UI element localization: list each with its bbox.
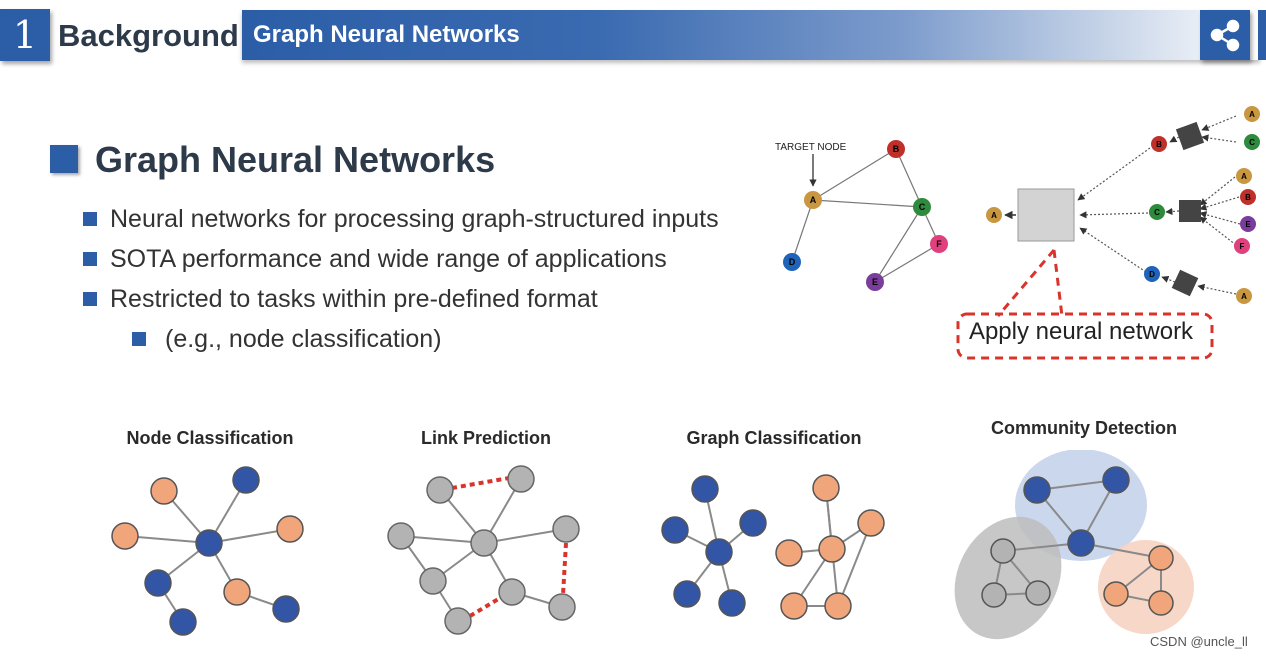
node-d xyxy=(783,253,801,271)
bullet-2: SOTA performance and wide range of appli… xyxy=(110,245,667,273)
callout-connector xyxy=(956,249,1214,360)
node-b-label: B xyxy=(893,144,900,154)
banner-title: Graph Neural Networks xyxy=(253,21,520,48)
link-prediction-title: Link Prediction xyxy=(420,428,552,448)
svg-text:D: D xyxy=(1149,270,1155,279)
node-b xyxy=(887,140,905,158)
svg-text:A: A xyxy=(991,211,997,220)
node-d-label: D xyxy=(789,257,796,267)
section-number: 1 xyxy=(0,9,50,61)
node-e-label: E xyxy=(872,277,878,287)
edge-strip xyxy=(1258,10,1266,60)
share-icon xyxy=(1210,19,1240,52)
share-button[interactable] xyxy=(1200,10,1250,60)
node-f xyxy=(930,235,948,253)
node-c xyxy=(913,198,931,216)
bullet-square xyxy=(83,252,97,266)
node-f-label: F xyxy=(936,239,942,249)
svg-text:B: B xyxy=(1245,193,1251,202)
community-detection-title: Community Detection xyxy=(990,418,1177,438)
main-heading: Graph Neural Networks xyxy=(95,139,496,180)
svg-text:B: B xyxy=(1156,140,1162,149)
gnn-diagram: TARGET NODE A B C D E F A xyxy=(775,106,1260,360)
bullet-square xyxy=(83,212,97,226)
svg-text:E: E xyxy=(1245,220,1251,229)
section-label: Background xyxy=(58,18,239,53)
heading-bullet xyxy=(50,145,78,173)
svg-text:A: A xyxy=(1241,292,1247,301)
sub-bullet-square xyxy=(132,332,146,346)
bullet-square xyxy=(83,292,97,306)
svg-text:C: C xyxy=(1154,208,1160,217)
aggregation-box xyxy=(1017,188,1075,242)
node-a xyxy=(804,191,822,209)
sub-bullet: (e.g., node classification) xyxy=(165,325,442,353)
svg-text:A: A xyxy=(1249,110,1255,119)
predicted-links xyxy=(451,476,568,618)
node-classification-title: Node Classification xyxy=(126,428,294,448)
svg-text:C: C xyxy=(1249,138,1255,147)
node-e xyxy=(866,273,884,291)
title-banner xyxy=(242,10,1260,60)
node-a-label: A xyxy=(810,195,817,205)
svg-text:F: F xyxy=(1240,242,1245,251)
bullet-1: Neural networks for processing graph-str… xyxy=(110,205,719,233)
graph-classification-title: Graph Classification xyxy=(686,428,862,448)
watermark: CSDN @uncle_ll xyxy=(1150,634,1248,649)
bullet-3: Restricted to tasks within pre-defined f… xyxy=(110,285,598,313)
input-graph xyxy=(791,148,940,283)
svg-text:A: A xyxy=(1241,172,1247,181)
target-node-label: TARGET NODE xyxy=(775,142,847,153)
node-c-label: C xyxy=(919,202,926,212)
task-illustrations xyxy=(111,450,1194,640)
callout-text: Apply neural network xyxy=(969,318,1194,345)
